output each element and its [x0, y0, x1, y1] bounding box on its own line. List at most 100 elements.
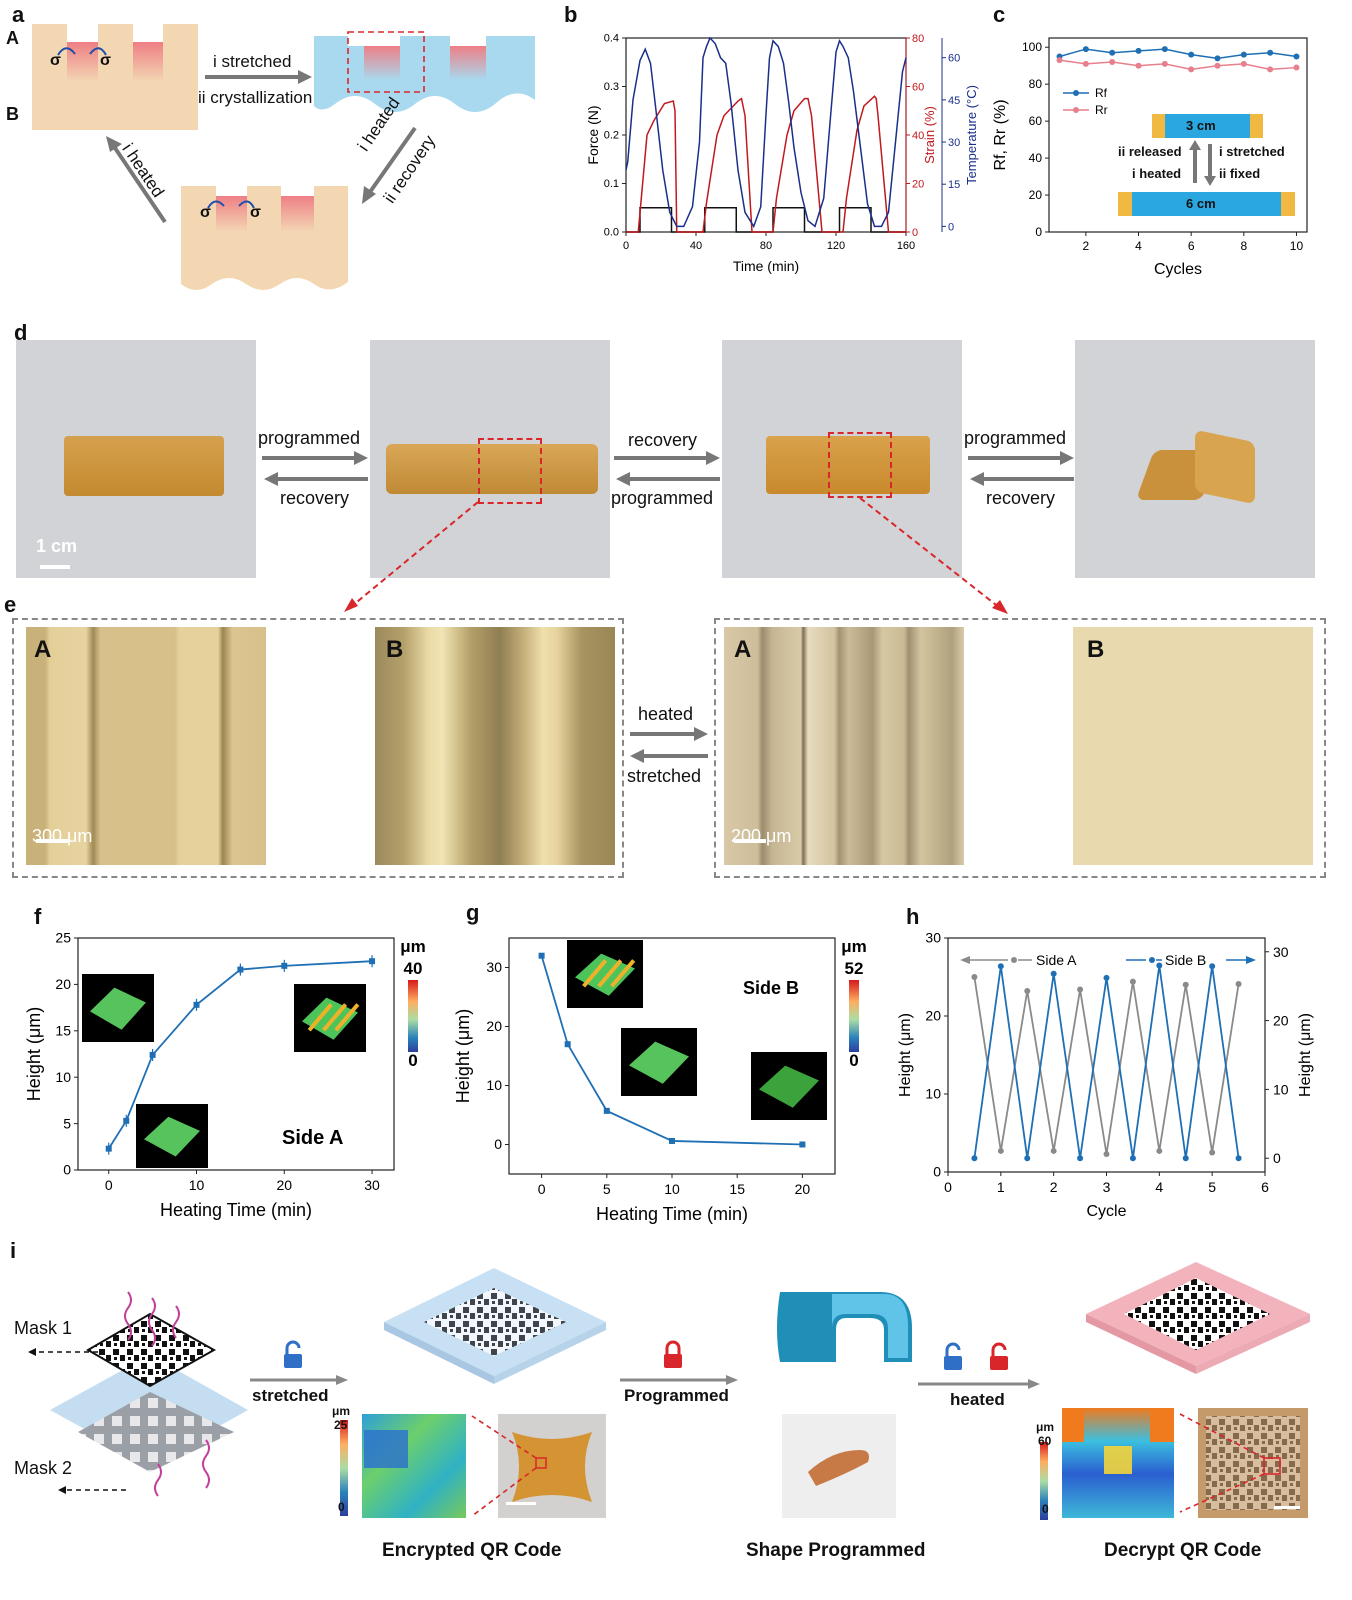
legend-label-Rr: Rr	[1095, 103, 1108, 117]
x-tick-label: 0	[105, 1177, 113, 1193]
y-tick-label: 0	[494, 1136, 502, 1152]
x-tick-label: 10	[189, 1177, 205, 1193]
data-point	[281, 962, 288, 969]
y2-axis-label: Height (μm)	[1297, 1013, 1314, 1097]
x-tick-label: 5	[603, 1181, 611, 1197]
y-tick-label: 25	[55, 930, 71, 946]
plot-frame	[77, 937, 395, 1171]
x-axis-label: Cycles	[1154, 261, 1202, 278]
x-axis-label: Time (min)	[733, 258, 799, 274]
point-Rr	[1188, 66, 1195, 73]
colorbar-max: 40	[404, 959, 423, 978]
y-tick-label: 5	[63, 1115, 71, 1131]
legend-label-Rf: Rf	[1095, 86, 1108, 100]
e-box-left	[12, 618, 624, 878]
panel-a-schematic	[32, 24, 535, 290]
y-axis-label: Height (μm)	[897, 1013, 914, 1097]
lock-icon-red	[664, 1340, 682, 1368]
colorbar-max: 52	[845, 959, 864, 978]
d-arrow2-programmed: programmed	[611, 488, 714, 508]
y-tick-label: 20	[55, 976, 71, 992]
e-arrows	[630, 727, 708, 763]
panel-label-b: b	[564, 2, 578, 27]
micro-side-b-2	[1073, 627, 1313, 865]
point-Side-A	[997, 1147, 1004, 1154]
y-tick-label: 15	[55, 1022, 71, 1038]
point-Side-A	[1235, 981, 1242, 988]
point-Rf	[1161, 46, 1168, 53]
y-tick-label: 80	[1029, 77, 1043, 91]
side-b-annotation: Side B	[743, 978, 799, 998]
y2-tick-label: 0	[912, 227, 918, 239]
micro-side-b-1	[375, 627, 615, 865]
point-Side-B	[1156, 962, 1163, 969]
data-point	[603, 1107, 610, 1114]
colorbar	[408, 980, 418, 1052]
point-Side-A	[1103, 1151, 1110, 1158]
y3-tick-label: 15	[948, 179, 960, 191]
unlock-icon-red	[990, 1342, 1008, 1370]
y-tick-label: 0.2	[604, 130, 619, 142]
caption-decrypt: Decrypt QR Code	[1104, 1540, 1262, 1561]
d-arrow3-programmed: programmed	[964, 428, 1067, 448]
y-tick-label: 0.1	[604, 178, 619, 190]
panel-label-c: c	[993, 2, 1006, 27]
panel-label-e: e	[4, 592, 17, 617]
photo-recovered-strip	[722, 340, 962, 578]
inset-6cm: 6 cm	[1186, 196, 1216, 211]
i-step-programmed: Programmed	[624, 1386, 729, 1405]
y-tick-label: 60	[1029, 114, 1043, 128]
colorbar-min: 0	[408, 1051, 417, 1070]
y-axis-label: Force (N)	[585, 105, 601, 164]
profile-thumb-30min	[294, 984, 366, 1052]
point-Side-A	[1050, 1147, 1057, 1154]
data-point	[538, 952, 545, 959]
e-box-right	[714, 618, 1326, 878]
point-Rr	[1293, 64, 1300, 71]
legend-label-side-b: Side B	[1165, 952, 1206, 968]
profile-thumb-2min	[82, 974, 154, 1042]
point-Rr	[1056, 57, 1063, 64]
side-a-annotation: Side A	[282, 1127, 344, 1149]
inset-stretched: i stretched	[1219, 144, 1285, 159]
side-a-label: A	[6, 28, 19, 48]
series-Rr	[1059, 59, 1297, 71]
data-point	[105, 1145, 112, 1152]
point-Rr	[1161, 60, 1168, 67]
y2-tick-label: 60	[912, 82, 924, 94]
y-axis-label: Height (μm)	[455, 1009, 473, 1103]
y-tick-label: 20	[486, 1018, 502, 1034]
photo-original-strip	[16, 340, 256, 578]
data-point	[237, 966, 244, 973]
y2-tick-label: 80	[912, 33, 924, 45]
colorbar-unit: μm	[400, 937, 426, 956]
d-arrow3-recovery: recovery	[986, 488, 1056, 508]
mask2-label: Mask 2	[14, 1458, 73, 1478]
point-Rf	[1267, 49, 1274, 56]
point-Rf	[1135, 47, 1142, 54]
colorbar-min: 0	[849, 1051, 858, 1070]
x-tick-label: 3	[1103, 1179, 1111, 1195]
y3-tick-label: 60	[948, 53, 960, 65]
legend-label-side-a: Side A	[1036, 952, 1077, 968]
profile-thumb-20min	[751, 1052, 827, 1120]
point-Side-B	[997, 963, 1004, 970]
point-Side-B	[1024, 1155, 1031, 1162]
y-tick-label: 30	[925, 930, 941, 946]
y2-tick-label: 20	[912, 179, 924, 191]
x-tick-label: 10	[1290, 239, 1304, 253]
panel-label-f: f	[34, 904, 42, 929]
inset-fixed: ii fixed	[1219, 166, 1261, 181]
y2-tick-label: 40	[912, 130, 924, 142]
point-Side-A	[1182, 981, 1189, 988]
y3-tick-label: 0	[948, 221, 954, 233]
panel-d-arrows	[262, 451, 1074, 614]
panel-label-g: g	[466, 900, 480, 925]
profile-thumb-0min	[567, 940, 643, 1008]
inset-heated: i heated	[1132, 166, 1182, 181]
y-tick-label: 20	[1029, 188, 1043, 202]
point-Side-B	[1209, 963, 1216, 970]
sigma-right-2: σ	[250, 204, 261, 221]
y-tick-label: 0.0	[604, 227, 619, 239]
